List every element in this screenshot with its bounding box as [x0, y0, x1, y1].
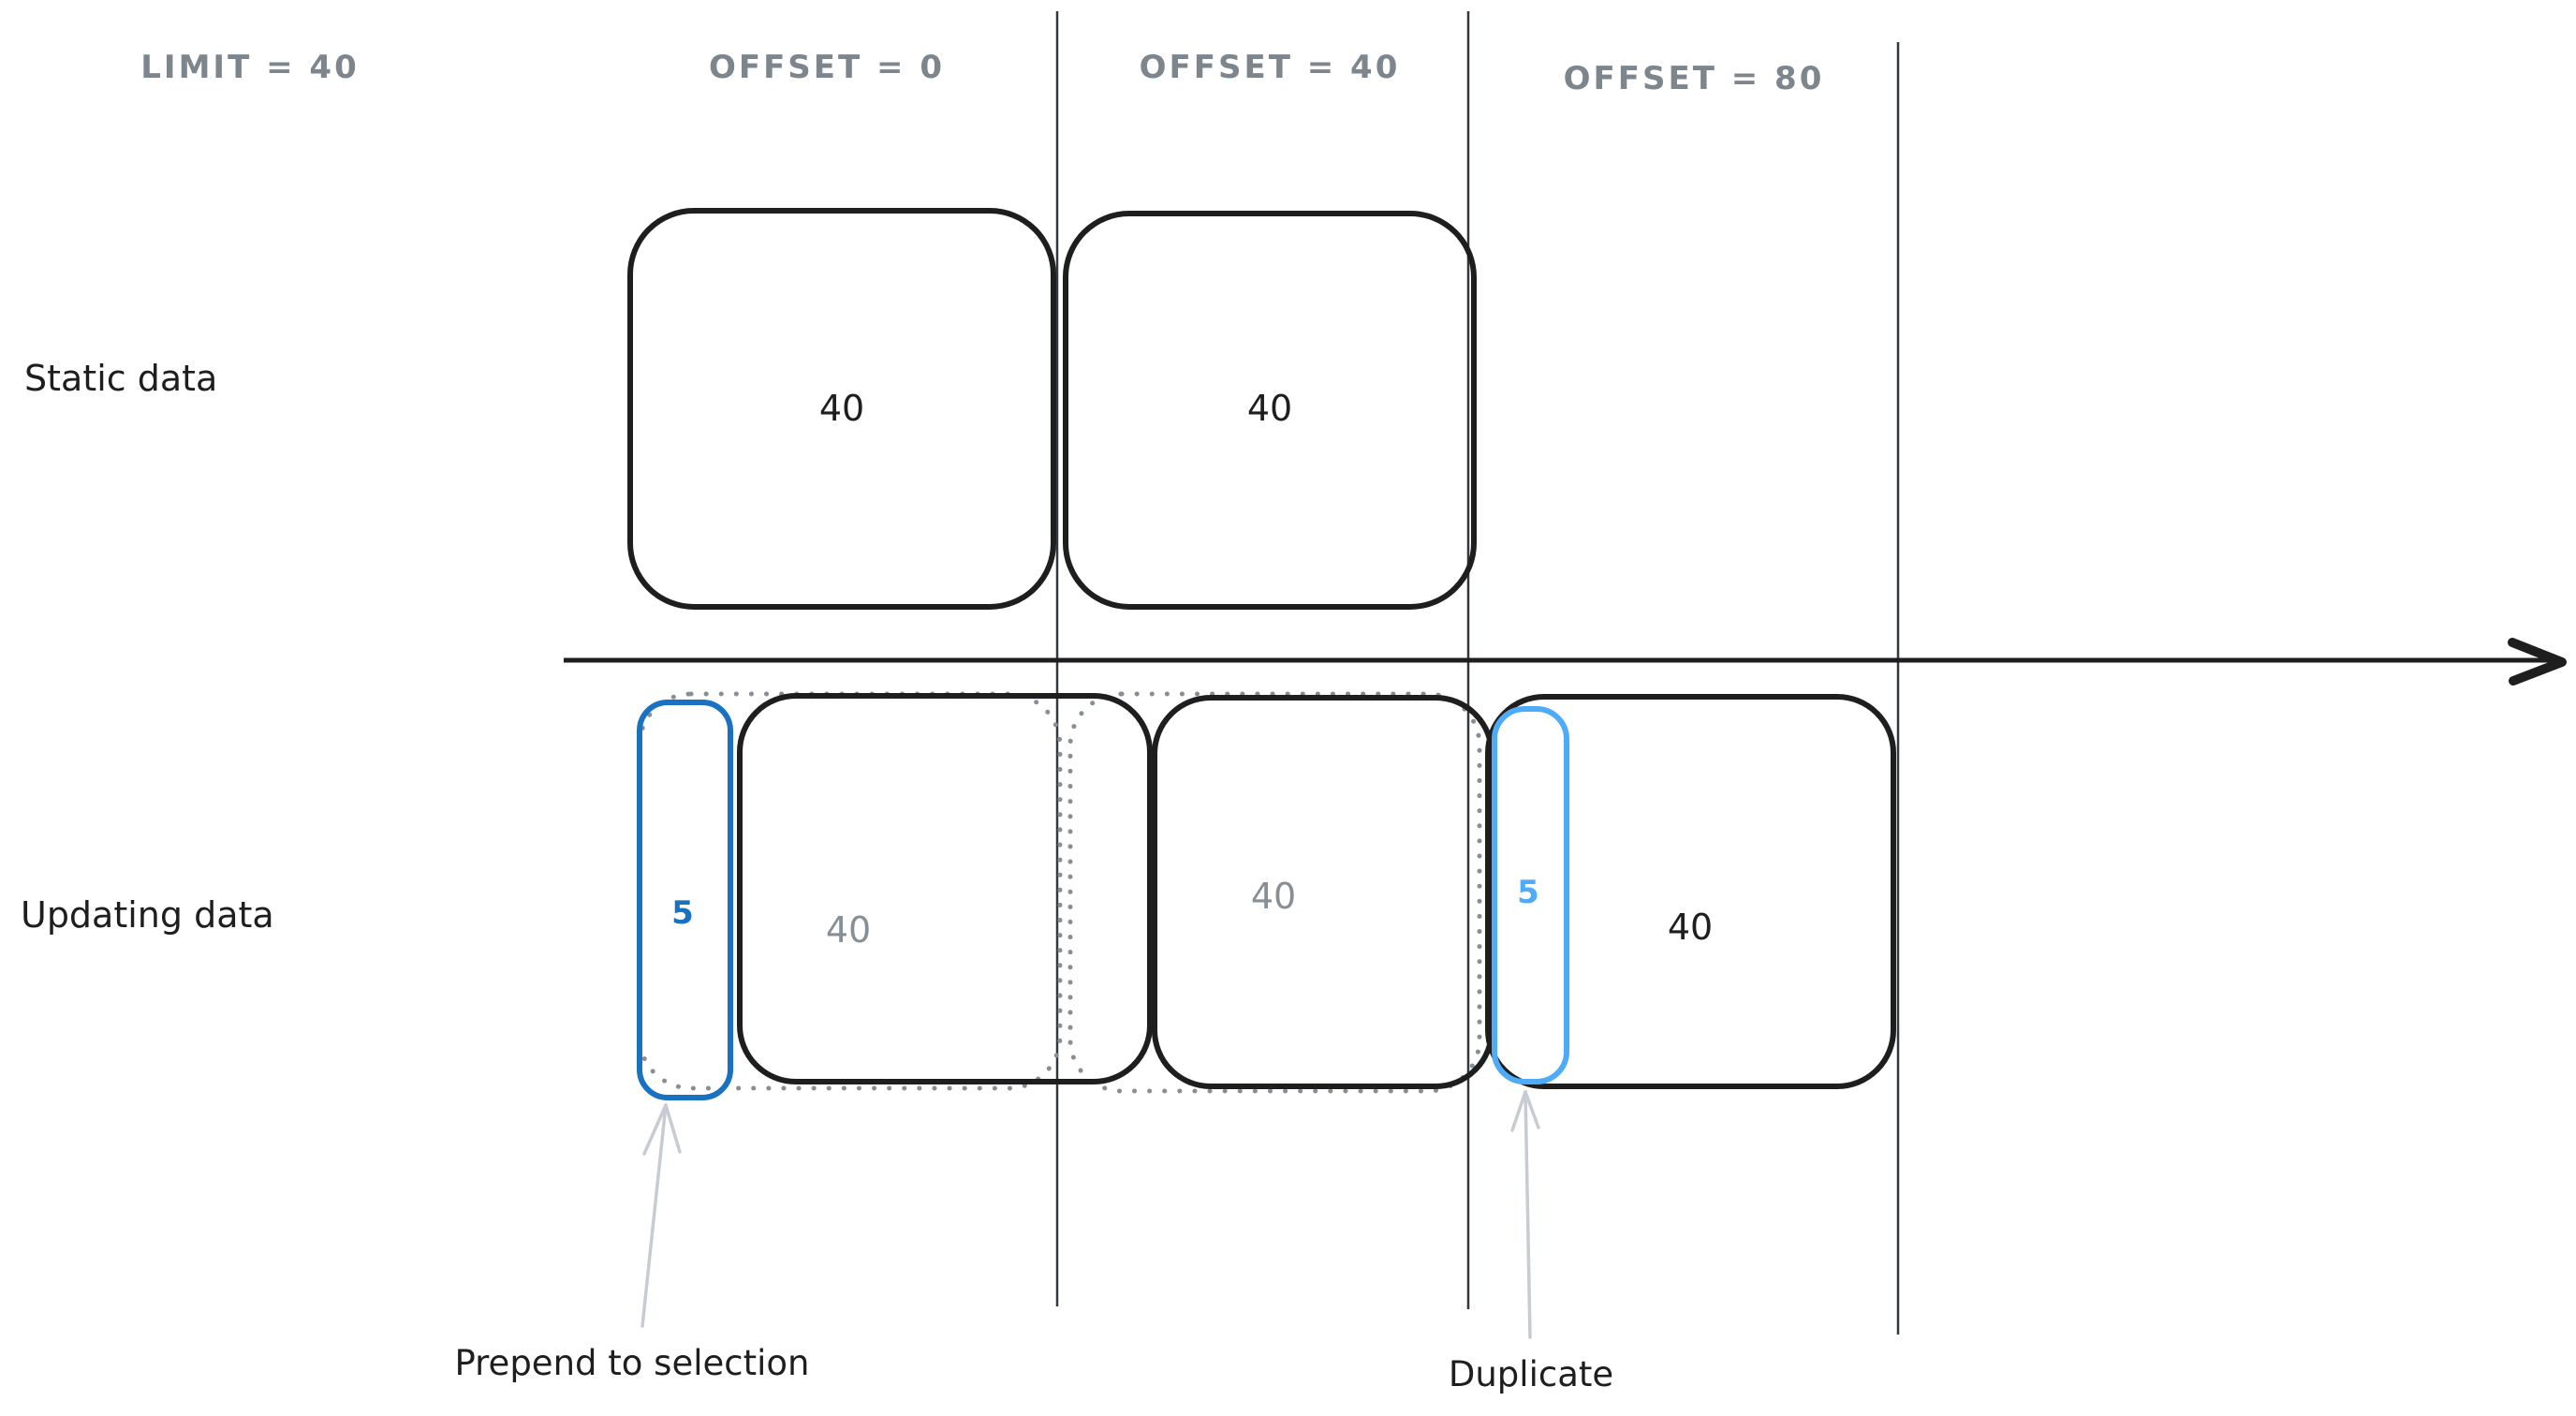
duplicate-annotation-arrow-icon	[1510, 1090, 1540, 1339]
duplicate-annotation-label: Duplicate	[1448, 1354, 1614, 1394]
updating-page3-box	[1485, 694, 1896, 1089]
offset-0-header-label: OFFSET = 0	[708, 49, 946, 86]
prepended-items-box	[637, 700, 733, 1100]
old-selection-outline-page2	[1067, 691, 1482, 1094]
static-page1-count: 40	[818, 388, 865, 429]
duplicated-items-count: 5	[1517, 874, 1539, 911]
static-page2-count: 40	[1246, 388, 1293, 429]
static-data-row-label: Static data	[24, 358, 218, 399]
updating-data-row-label: Updating data	[21, 894, 274, 936]
updating-page1-box	[737, 693, 1153, 1084]
offset-80-header-label: OFFSET = 80	[1563, 60, 1825, 97]
static-page1-box	[627, 208, 1056, 610]
offset-40-header-label: OFFSET = 40	[1139, 49, 1401, 86]
updating-old-page2-count: 40	[1250, 876, 1297, 917]
duplicated-items-box	[1492, 706, 1569, 1084]
updating-page3-count: 40	[1667, 907, 1714, 948]
timeline-arrow-head-icon	[2508, 638, 2567, 686]
prepend-annotation-arrow-icon	[640, 1103, 682, 1328]
limit-header-label: LIMIT = 40	[140, 49, 360, 86]
old-selection-outline-page1	[637, 691, 1063, 1091]
updating-old-page1-count: 40	[825, 909, 872, 951]
prepend-annotation-label: Prepend to selection	[454, 1343, 810, 1383]
static-page2-box	[1063, 211, 1477, 610]
prepended-items-count: 5	[671, 894, 694, 932]
